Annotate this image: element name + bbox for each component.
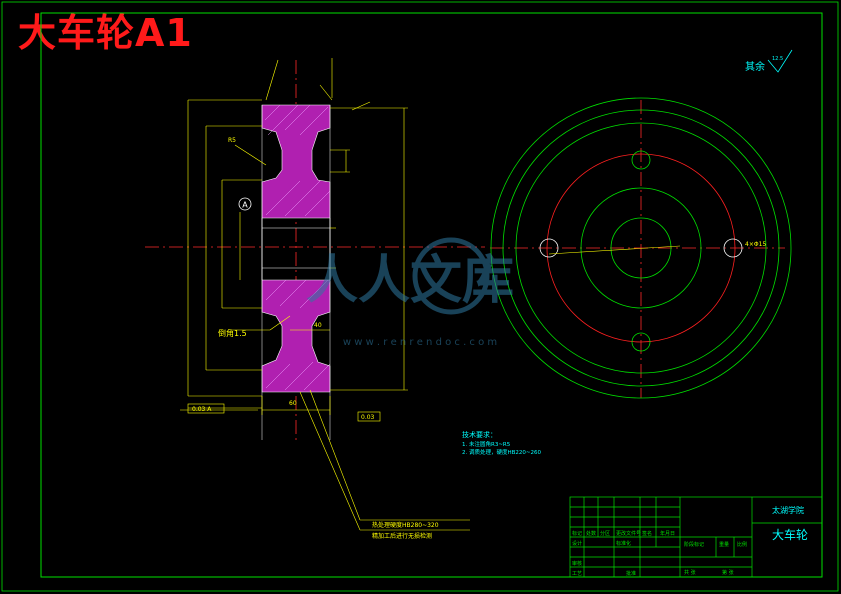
tb-scale: 比例 — [737, 541, 747, 548]
tb-weight: 重量 — [719, 541, 729, 548]
tb-sheet: 共 张 — [684, 569, 696, 576]
watermark-url: w w w . r e n r e n d o c . c o m — [343, 337, 497, 348]
tb-process: 工艺 — [572, 571, 582, 577]
front-view: 4×Φ15 — [490, 97, 792, 399]
tech-req-title: 技术要求： — [462, 430, 497, 439]
watermark-text: 人人文库 — [306, 251, 514, 311]
tech-req-1: 1. 未注圆角R3~R5 — [462, 440, 511, 448]
tb-standard: 标准化 — [616, 540, 631, 547]
bolt-hole-left — [539, 238, 559, 258]
tb-header-2: 处数 — [586, 530, 596, 537]
fillet-annotation: 倒角1.5 — [218, 328, 247, 338]
tb-checker: 审核 — [572, 560, 582, 567]
institution-name: 太湖学院 — [772, 505, 804, 515]
gap-dimension-label: 60 — [289, 400, 297, 407]
datum-label: A — [242, 201, 248, 210]
roughness-value: 12.5 — [772, 56, 783, 62]
tb-stage-mark: 阶段标记 — [684, 541, 704, 548]
web-circle — [580, 187, 702, 309]
section-view: A 倒角1.5 60 40 R5 0.03 A 0.03 热处理硬度HB280~… — [145, 58, 485, 540]
roughness-note: 其余 12.5 — [745, 49, 793, 73]
hub-circle — [610, 217, 672, 279]
bolt-hole-bottom — [631, 332, 651, 352]
drawing-title: 大车轮A1 — [18, 11, 193, 55]
tb-approved: 批准 — [626, 570, 636, 577]
tb-header-6: 年月日 — [660, 530, 675, 537]
bolt-hole-right — [723, 238, 743, 258]
rim-circle-2 — [502, 109, 780, 387]
title-block — [569, 496, 823, 578]
bolt-hole-top — [631, 150, 651, 170]
rim-outer-circle — [490, 97, 792, 399]
leader-note-2: 精加工后进行无损检测 — [372, 532, 432, 540]
roughness-note-label: 其余 — [745, 60, 765, 73]
hole-spec-label: 4×Φ15 — [745, 241, 766, 248]
left-dimensions — [180, 58, 470, 531]
tech-req-2: 2. 调质处理，硬度HB220~260 — [462, 448, 542, 456]
tb-sheet-no: 第 张 — [722, 569, 734, 576]
svg-text:0.03 A: 0.03 A — [192, 406, 212, 413]
slot-radius-label: R5 — [228, 137, 236, 144]
svg-text:0.03: 0.03 — [361, 414, 375, 421]
hub-gap-label: 40 — [314, 322, 322, 329]
tb-designer: 设计 — [572, 540, 582, 547]
bolt-pitch-circle — [546, 153, 736, 343]
tb-header-5: 签名 — [642, 530, 652, 537]
tolerance-frame-left: 0.03 A — [187, 403, 225, 414]
tb-header-1: 标记 — [572, 530, 582, 537]
inner-frame — [40, 12, 823, 578]
part-name: 大车轮 — [772, 527, 808, 542]
datum-a-symbol: A — [238, 197, 252, 211]
hatch-lines — [264, 104, 331, 391]
rim-circle-3 — [515, 122, 767, 374]
technical-requirements: 技术要求： 1. 未注圆角R3~R5 2. 调质处理，硬度HB220~260 — [462, 430, 542, 456]
tb-header-3: 分区 — [600, 530, 610, 537]
tolerance-frame-bottom: 0.03 — [357, 411, 381, 422]
tb-header-4: 更改文件号 — [616, 530, 641, 537]
title-block-text: 太湖学院 大车轮 标记 处数 分区 更改文件号 签名 年月日 设计 标准化 审核… — [572, 505, 808, 577]
hole-leader-line — [548, 245, 681, 255]
watermark: 人人文库 w w w . r e n r e n d o c . c o m — [306, 237, 514, 348]
leader-note-1: 热处理硬度HB280~320 — [372, 521, 439, 529]
